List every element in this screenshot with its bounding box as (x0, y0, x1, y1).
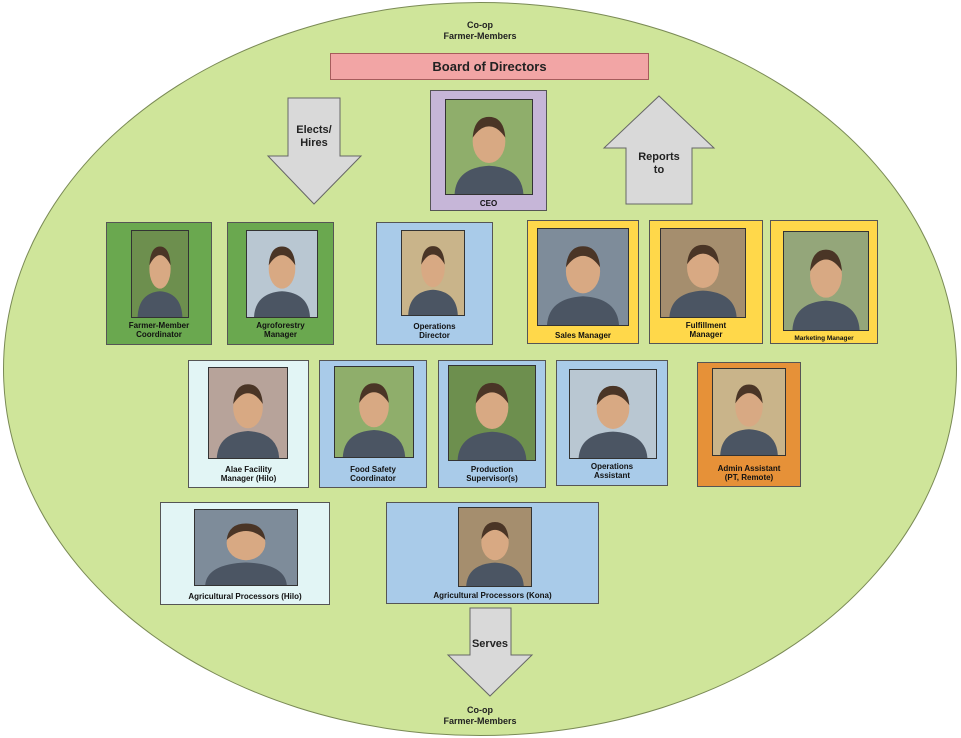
caption-line: Farmer-Member (128, 321, 190, 330)
person-photo-icon (570, 370, 656, 458)
farmer-member-coordinator-caption: Farmer-Member Coordinator (107, 321, 211, 339)
operations-director-caption: Operations Director (377, 322, 492, 340)
food-safety-coordinator-card: Food Safety Coordinator (319, 360, 427, 488)
person-photo-icon (446, 100, 532, 194)
ceo-photo (445, 99, 533, 195)
agricultural-processors-kona-photo (458, 507, 532, 587)
ceo-card: CEO (430, 90, 547, 211)
top-label-line2: Farmer-Members (443, 31, 517, 41)
agroforestry-manager-photo (246, 230, 318, 318)
fulfillment-manager-caption: Fulfillment Manager (650, 321, 762, 339)
caption-line: Food Safety (350, 465, 396, 474)
food-safety-coordinator-photo (334, 366, 414, 458)
caption-line: Sales Manager (554, 331, 612, 340)
farmer-member-coordinator-card: Farmer-Member Coordinator (106, 222, 212, 345)
agroforestry-manager-card: Agroforestry Manager (227, 222, 334, 345)
caption-line: Coordinator (350, 474, 396, 483)
agricultural-processors-hilo-card: Agricultural Processors (Hilo) (160, 502, 330, 605)
person-photo-icon (195, 510, 297, 585)
caption-line: Operations (590, 462, 634, 471)
caption-line: (PT, Remote) (724, 473, 774, 482)
ceo-title: CEO (479, 199, 498, 208)
top-label-line1: Co-op (467, 20, 493, 30)
caption-line: Fulfillment (685, 321, 727, 330)
production-supervisor-photo (448, 365, 536, 461)
agricultural-processors-kona-card: Agricultural Processors (Kona) (386, 502, 599, 604)
person-photo-icon (538, 229, 628, 325)
elects-text-2: Hires (300, 137, 328, 149)
caption-line: Agricultural Processors (Kona) (433, 591, 552, 600)
elects-arrow (266, 97, 363, 205)
bottom-label-line1: Co-op (467, 705, 493, 715)
reports-arrow (602, 95, 716, 205)
reports-arrow-label: Reports to (626, 151, 692, 177)
caption-line: Director (419, 331, 450, 340)
caption-line: Manager (689, 330, 723, 339)
bottom-label: Co-op Farmer-Members (430, 705, 530, 727)
admin-assistant-photo (712, 368, 786, 456)
person-photo-icon (402, 231, 464, 315)
board-of-directors: Board of Directors (330, 53, 649, 80)
top-label: Co-op Farmer-Members (430, 20, 530, 42)
serves-arrow-label: Serves (471, 638, 509, 650)
agricultural-processors-hilo-photo (194, 509, 298, 586)
caption-line: Manager (264, 330, 297, 339)
caption-line: Agroforestry (256, 321, 305, 330)
person-photo-icon (713, 369, 785, 455)
operations-assistant-card: Operations Assistant (556, 360, 668, 486)
marketing-manager-card: Marketing Manager (770, 220, 878, 344)
reports-text-1: Reports (638, 151, 680, 163)
reports-text-2: to (653, 164, 665, 176)
operations-director-card: Operations Director (376, 222, 493, 345)
sales-manager-photo (537, 228, 629, 326)
person-photo-icon (132, 231, 188, 317)
food-safety-coordinator-caption: Food Safety Coordinator (320, 465, 426, 483)
marketing-manager-caption: Marketing Manager (771, 334, 877, 343)
caption-line: Agricultural Processors (Hilo) (188, 592, 302, 601)
agricultural-processors-hilo-caption: Agricultural Processors (Hilo) (161, 592, 329, 601)
person-photo-icon (661, 229, 745, 317)
admin-assistant-card: Admin Assistant (PT, Remote) (697, 362, 801, 487)
caption-line: Coordinator (136, 330, 182, 339)
serves-arrow (446, 607, 534, 697)
operations-assistant-photo (569, 369, 657, 459)
bottom-label-line2: Farmer-Members (443, 716, 517, 726)
fulfillment-manager-card: Fulfillment Manager (649, 220, 763, 344)
farmer-member-coordinator-photo (131, 230, 189, 318)
sales-manager-card: Sales Manager (527, 220, 639, 344)
person-photo-icon (209, 368, 287, 458)
caption-line: Operations (413, 322, 456, 331)
alae-facility-manager-caption: Alae Facility Manager (Hilo) (189, 465, 308, 483)
alae-facility-manager-photo (208, 367, 288, 459)
agricultural-processors-kona-caption: Agricultural Processors (Kona) (387, 591, 598, 600)
ceo-caption: CEO (431, 199, 546, 208)
operations-assistant-caption: Operations Assistant (557, 462, 667, 480)
fulfillment-manager-photo (660, 228, 746, 318)
elects-arrow-label: Elects/ Hires (288, 124, 340, 150)
caption-line: Marketing Manager (794, 335, 854, 342)
caption-line: Supervisor(s) (466, 474, 518, 483)
person-photo-icon (335, 367, 413, 457)
caption-line: Alae Facility (225, 465, 272, 474)
person-photo-icon (449, 366, 535, 460)
sales-manager-caption: Sales Manager (528, 331, 638, 340)
person-photo-icon (459, 508, 531, 586)
production-supervisor-card: Production Supervisor(s) (438, 360, 546, 488)
caption-line: Manager (Hilo) (220, 474, 277, 483)
caption-line: Admin Assistant (717, 464, 781, 473)
elects-text-1: Elects/ (296, 124, 332, 136)
caption-line: Production (470, 465, 514, 474)
production-supervisor-caption: Production Supervisor(s) (439, 465, 545, 483)
person-photo-icon (247, 231, 317, 317)
admin-assistant-caption: Admin Assistant (PT, Remote) (698, 464, 800, 482)
alae-facility-manager-card: Alae Facility Manager (Hilo) (188, 360, 309, 488)
operations-director-photo (401, 230, 465, 316)
person-photo-icon (784, 232, 868, 330)
caption-line: Assistant (593, 471, 630, 480)
agroforestry-manager-caption: Agroforestry Manager (228, 321, 333, 339)
marketing-manager-photo (783, 231, 869, 331)
